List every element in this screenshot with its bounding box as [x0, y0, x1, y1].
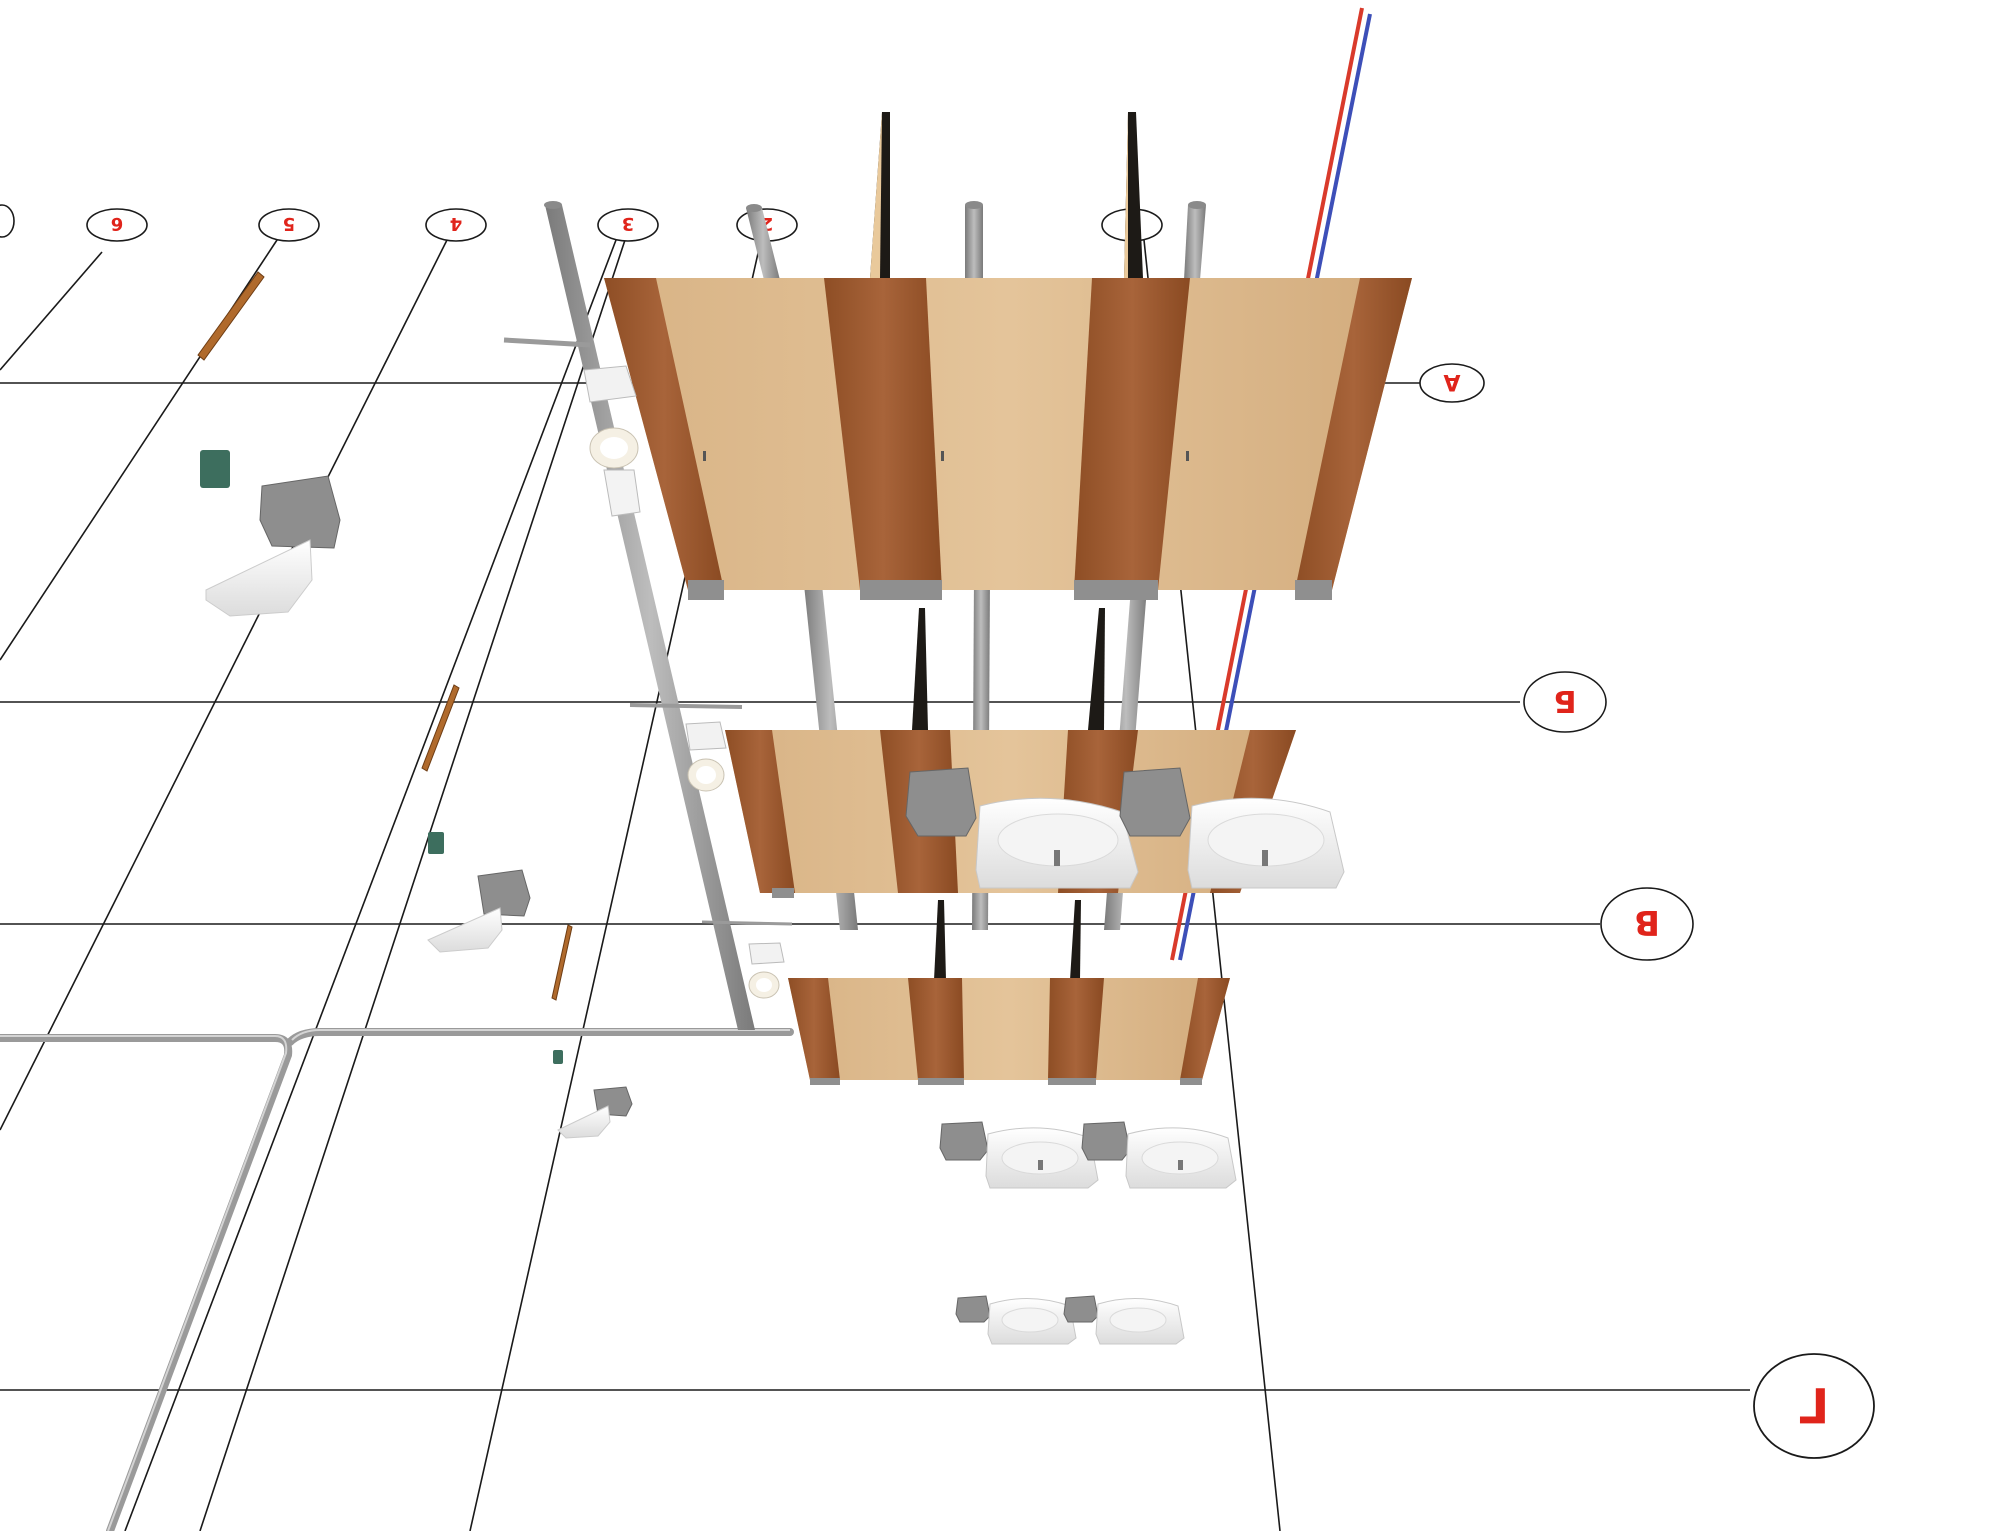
floor-pipe — [0, 1028, 794, 1531]
partition-lower[interactable] — [788, 978, 1230, 1085]
front-sinks-small — [955, 1295, 1185, 1345]
grid-bubble-top[interactable]: 6 — [86, 208, 148, 242]
grid-bubble-label: A — [1443, 369, 1460, 394]
front-sinks-large — [905, 767, 1345, 889]
grid-bubbles-right: A Б B Г — [1419, 363, 1875, 1459]
grid-bubble-right[interactable]: Б — [1523, 671, 1607, 733]
grid-bubble-label: Г — [1799, 1376, 1830, 1432]
grid-bubble-top[interactable] — [0, 204, 15, 238]
grid-bubble-label: 6 — [111, 213, 124, 234]
front-sinks-medium — [939, 1121, 1237, 1189]
grid-bubble-top[interactable]: 5 — [258, 208, 320, 242]
grid-bubble-top[interactable]: 4 — [425, 208, 487, 242]
grid-bubble-label: B — [1634, 902, 1660, 942]
left-wall-fixtures — [200, 450, 633, 1139]
partition-upper[interactable] — [604, 278, 1412, 600]
grid-bubble-label: 4 — [450, 213, 463, 234]
grid-bubble-top[interactable]: 3 — [597, 208, 659, 242]
grid-bubble-right[interactable]: B — [1600, 887, 1694, 961]
grid-bubble-right[interactable]: Г — [1753, 1353, 1875, 1459]
divider-fins — [870, 112, 1143, 980]
grid-bubble-label: 3 — [622, 213, 635, 234]
grid-bubbles-top: 6 5 4 3 2 1 — [0, 204, 1163, 242]
grid-bubble-label: Б — [1554, 683, 1577, 718]
grid-bubble-label: 5 — [283, 213, 296, 234]
grid-bubble-right[interactable]: A — [1419, 363, 1485, 403]
toilet-fixtures — [503, 337, 793, 999]
coat-rails — [197, 271, 573, 1001]
